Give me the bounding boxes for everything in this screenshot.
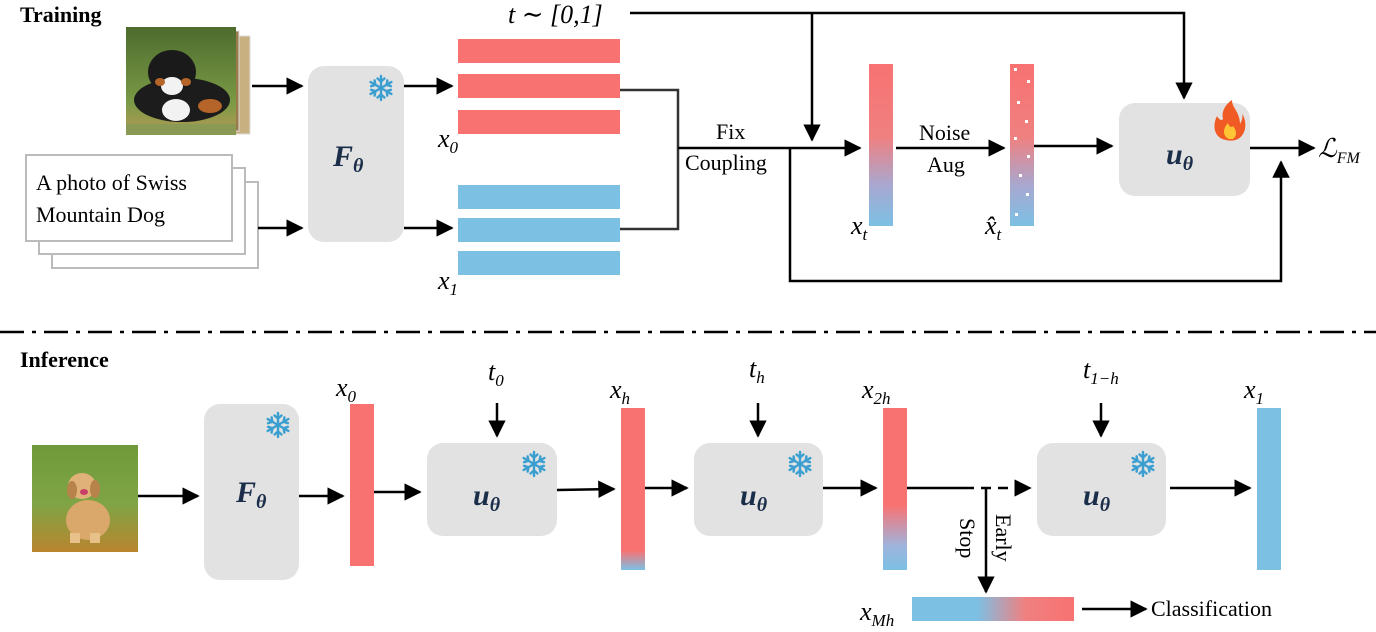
- x0-inf-label: x: [335, 373, 348, 402]
- model-label: u: [1166, 138, 1183, 171]
- loss-label: ℒ: [1318, 134, 1338, 163]
- xh-bar: [621, 408, 645, 570]
- model-step-1-label: u: [473, 479, 490, 512]
- model-step-3-label: u: [1083, 479, 1100, 512]
- xh-label: x: [609, 375, 622, 404]
- svg-text:uθ: uθ: [1083, 479, 1111, 516]
- svg-text:th: th: [749, 354, 765, 387]
- x0-label: x: [437, 124, 450, 153]
- t1h-subscript: 1−h: [1090, 369, 1118, 388]
- x0-inference-bar: [350, 404, 374, 566]
- x0-subscript: 0: [450, 138, 459, 157]
- th-label: t: [749, 354, 757, 383]
- model-step-2-label: u: [740, 479, 757, 512]
- xt-hat-label: x̂: [984, 211, 997, 240]
- xt-bar: [869, 64, 893, 226]
- x0-embedding-bars: [458, 39, 620, 134]
- inference-title: Inference: [20, 347, 109, 372]
- t0-label: t: [488, 357, 496, 386]
- xmh-bar: [912, 597, 1074, 621]
- svg-text:Fθ: Fθ: [332, 140, 364, 177]
- model-step-3-subscript: θ: [1100, 494, 1111, 516]
- encoder-box-inference: Fθ: [204, 404, 299, 580]
- x1-embedding-bars: [458, 185, 620, 275]
- noise-aug-line-2: Aug: [927, 152, 965, 177]
- svg-text:x1: x1: [1243, 375, 1264, 408]
- xmh-label: x: [859, 597, 872, 626]
- encoder-inf-subscript: θ: [256, 491, 267, 513]
- xt-hat-bar: [1010, 64, 1034, 226]
- x1-inf-subscript: 1: [1256, 389, 1265, 408]
- svg-text:x2h: x2h: [861, 375, 891, 408]
- svg-text:x0: x0: [437, 124, 459, 157]
- x1-label: x: [437, 266, 450, 295]
- loss-subscript: FM: [1336, 150, 1362, 167]
- encoder-label: F: [332, 140, 353, 173]
- model-subscript: θ: [1183, 153, 1194, 175]
- x1-inference-bar: [1257, 408, 1281, 570]
- svg-text:x0: x0: [335, 373, 357, 406]
- svg-text:xt: xt: [850, 211, 869, 244]
- classification-label: Classification: [1151, 596, 1272, 621]
- model-box-step-2: uθ: [694, 443, 823, 536]
- model-box-step-1: uθ: [427, 443, 557, 536]
- xh-subscript: h: [622, 389, 631, 408]
- coupling-line-1: Fix: [716, 119, 745, 144]
- x2h-subscript: 2h: [874, 389, 891, 408]
- encoder-inf-label: F: [235, 476, 256, 509]
- svg-text:uθ: uθ: [740, 479, 768, 516]
- svg-text:xMh: xMh: [859, 597, 894, 630]
- svg-text:ℒFM: ℒFM: [1318, 134, 1362, 167]
- fire-icon: [1214, 100, 1246, 141]
- training-title: Training: [20, 2, 102, 27]
- x2h-bar: [883, 408, 907, 570]
- x1-inf-label: x: [1243, 375, 1256, 404]
- caption-line-1: A photo of Swiss: [36, 170, 187, 195]
- svg-text:t0: t0: [488, 357, 504, 390]
- svg-text:uθ: uθ: [473, 479, 501, 516]
- model-step-2-subscript: θ: [757, 494, 768, 516]
- svg-text:x1: x1: [437, 266, 458, 299]
- svg-text:t1−h: t1−h: [1083, 355, 1119, 388]
- early-stop-line-1: Early: [991, 514, 1016, 562]
- xt-subscript: t: [863, 225, 869, 244]
- time-sample-label: t ∼ [0,1]: [508, 0, 603, 29]
- early-stop-line-2: Stop: [955, 518, 980, 558]
- th-subscript: h: [756, 368, 765, 387]
- xt-label: x: [850, 211, 863, 240]
- model-box-step-3: uθ: [1037, 443, 1166, 536]
- x0-inf-subscript: 0: [348, 387, 357, 406]
- x2h-label: x: [861, 375, 874, 404]
- model-step-1-subscript: θ: [490, 494, 501, 516]
- dog-photo: [126, 27, 251, 135]
- svg-text:xh: xh: [609, 375, 630, 408]
- encoder-subscript: θ: [353, 155, 364, 177]
- x1-subscript: 1: [450, 280, 459, 299]
- caption-line-2: Mountain Dog: [36, 202, 165, 227]
- t0-subscript: 0: [495, 371, 504, 390]
- xt-hat-subscript: t: [997, 225, 1003, 244]
- puppy-photo: [32, 445, 138, 552]
- svg-text:x̂t: x̂t: [984, 211, 1003, 244]
- svg-text:Fθ: Fθ: [235, 476, 267, 513]
- model-box-training: uθ: [1119, 100, 1250, 196]
- coupling-line-2: Coupling: [685, 150, 767, 175]
- noise-aug-line-1: Noise: [919, 120, 970, 145]
- encoder-box-training: Fθ: [308, 66, 404, 242]
- svg-text:uθ: uθ: [1166, 138, 1194, 175]
- t1h-label: t: [1083, 355, 1091, 384]
- xmh-subscript: Mh: [871, 611, 895, 630]
- caption-stack: A photo of Swiss Mountain Dog: [25, 154, 259, 269]
